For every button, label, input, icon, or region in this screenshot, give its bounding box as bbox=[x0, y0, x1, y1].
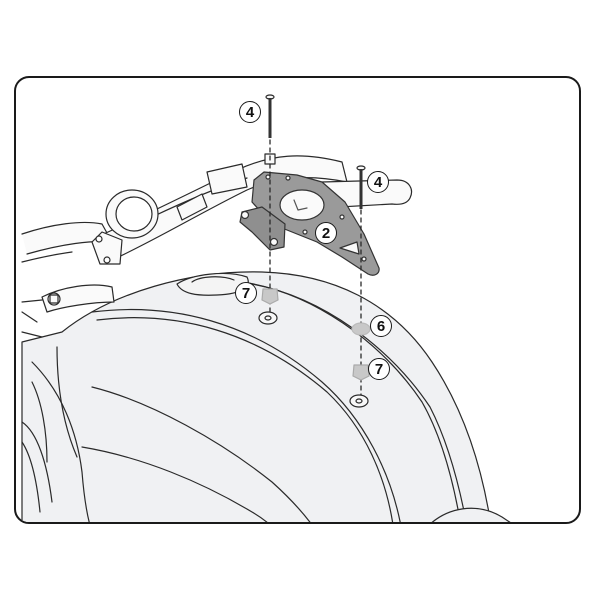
tank-contour-line bbox=[31, 361, 90, 522]
fork-clamp bbox=[41, 284, 115, 313]
spacer-left bbox=[261, 288, 279, 305]
mount-hole-right bbox=[349, 394, 369, 408]
fuel-tank bbox=[21, 271, 492, 522]
screw-right bbox=[356, 165, 366, 209]
callout-part-7-right: 7 bbox=[368, 358, 390, 380]
tank-contour-line bbox=[56, 346, 78, 458]
callout-part-4-upper: 4 bbox=[239, 101, 261, 123]
seat-hump bbox=[431, 507, 511, 522]
callout-part-6: 6 bbox=[370, 315, 392, 337]
callout-part-7-left: 7 bbox=[235, 282, 257, 304]
washer bbox=[351, 322, 371, 336]
spacer-right bbox=[352, 364, 370, 381]
callout-part-4-right: 4 bbox=[367, 171, 389, 193]
tank-contour-line bbox=[96, 317, 394, 522]
mount-hole-left bbox=[258, 311, 278, 325]
tank-contour-line bbox=[251, 283, 467, 522]
tank-contour-line bbox=[91, 309, 401, 522]
bracket-ring-hole bbox=[279, 189, 325, 221]
diagram-frame bbox=[14, 76, 581, 524]
motorcycle-illustration bbox=[21, 94, 511, 522]
bracket-slot bbox=[339, 241, 360, 255]
screw-left bbox=[265, 94, 275, 138]
tank-contour-line bbox=[91, 386, 311, 522]
reservoir bbox=[206, 163, 248, 195]
callout-part-2: 2 bbox=[315, 222, 337, 244]
tank-contour-line bbox=[81, 446, 268, 522]
